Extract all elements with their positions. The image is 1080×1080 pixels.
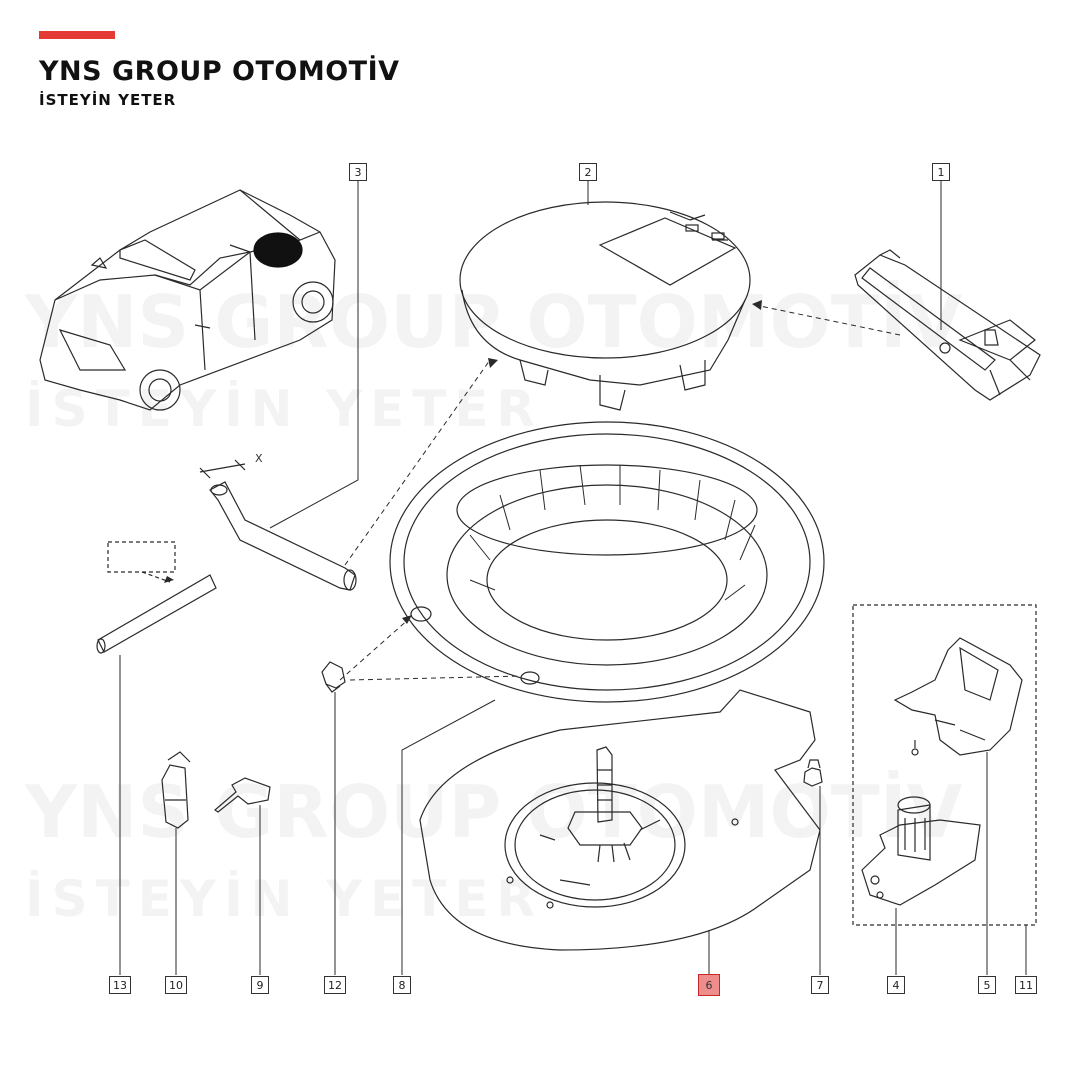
assembly-dashed-lines bbox=[339, 304, 901, 681]
watermark-subtitle-top: İSTEYİN YETER bbox=[25, 380, 543, 438]
callout-8[interactable]: 8 bbox=[393, 976, 411, 994]
callout-10[interactable]: 10 bbox=[165, 976, 187, 994]
wheel-well-ring-part-8 bbox=[389, 421, 825, 703]
dimension-label: X bbox=[255, 452, 263, 465]
car-illustration bbox=[39, 189, 336, 411]
fastener-part-10 bbox=[161, 751, 191, 829]
callout-13[interactable]: 13 bbox=[109, 976, 131, 994]
arrow-heads bbox=[164, 300, 762, 624]
scissor-jack-part-1 bbox=[854, 249, 1041, 401]
spare-cover-part-2 bbox=[459, 201, 751, 411]
callout-1[interactable]: 1 bbox=[932, 163, 950, 181]
watermark-title-top: YNS GROUP OTOMOTİV bbox=[25, 280, 962, 364]
callout-9[interactable]: 9 bbox=[251, 976, 269, 994]
callout-2[interactable]: 2 bbox=[579, 163, 597, 181]
brand-accent-bar bbox=[39, 31, 115, 39]
extension-rod-part-13 bbox=[96, 541, 217, 654]
brand-title: YNS GROUP OTOMOTİV bbox=[39, 56, 400, 87]
callout-11[interactable]: 11 bbox=[1015, 976, 1037, 994]
callout-12[interactable]: 12 bbox=[324, 976, 346, 994]
assembly-group-part-11 bbox=[852, 604, 1037, 926]
callout-5[interactable]: 5 bbox=[978, 976, 996, 994]
callout-7[interactable]: 7 bbox=[811, 976, 829, 994]
wheel-wrench-part-3 bbox=[199, 459, 357, 591]
clip-part-12 bbox=[321, 661, 346, 693]
callout-3[interactable]: 3 bbox=[349, 163, 367, 181]
watermark-subtitle-bottom: İSTEYİN YETER bbox=[25, 870, 543, 928]
nut-part-7 bbox=[803, 759, 823, 787]
callout-4[interactable]: 4 bbox=[887, 976, 905, 994]
storage-tray-part-6 bbox=[419, 689, 821, 951]
hook-part-9 bbox=[214, 777, 271, 813]
brand-subtitle: İSTEYİN YETER bbox=[39, 91, 177, 109]
leader-lines bbox=[119, 181, 1027, 975]
callout-6-selected[interactable]: 6 bbox=[698, 974, 720, 996]
